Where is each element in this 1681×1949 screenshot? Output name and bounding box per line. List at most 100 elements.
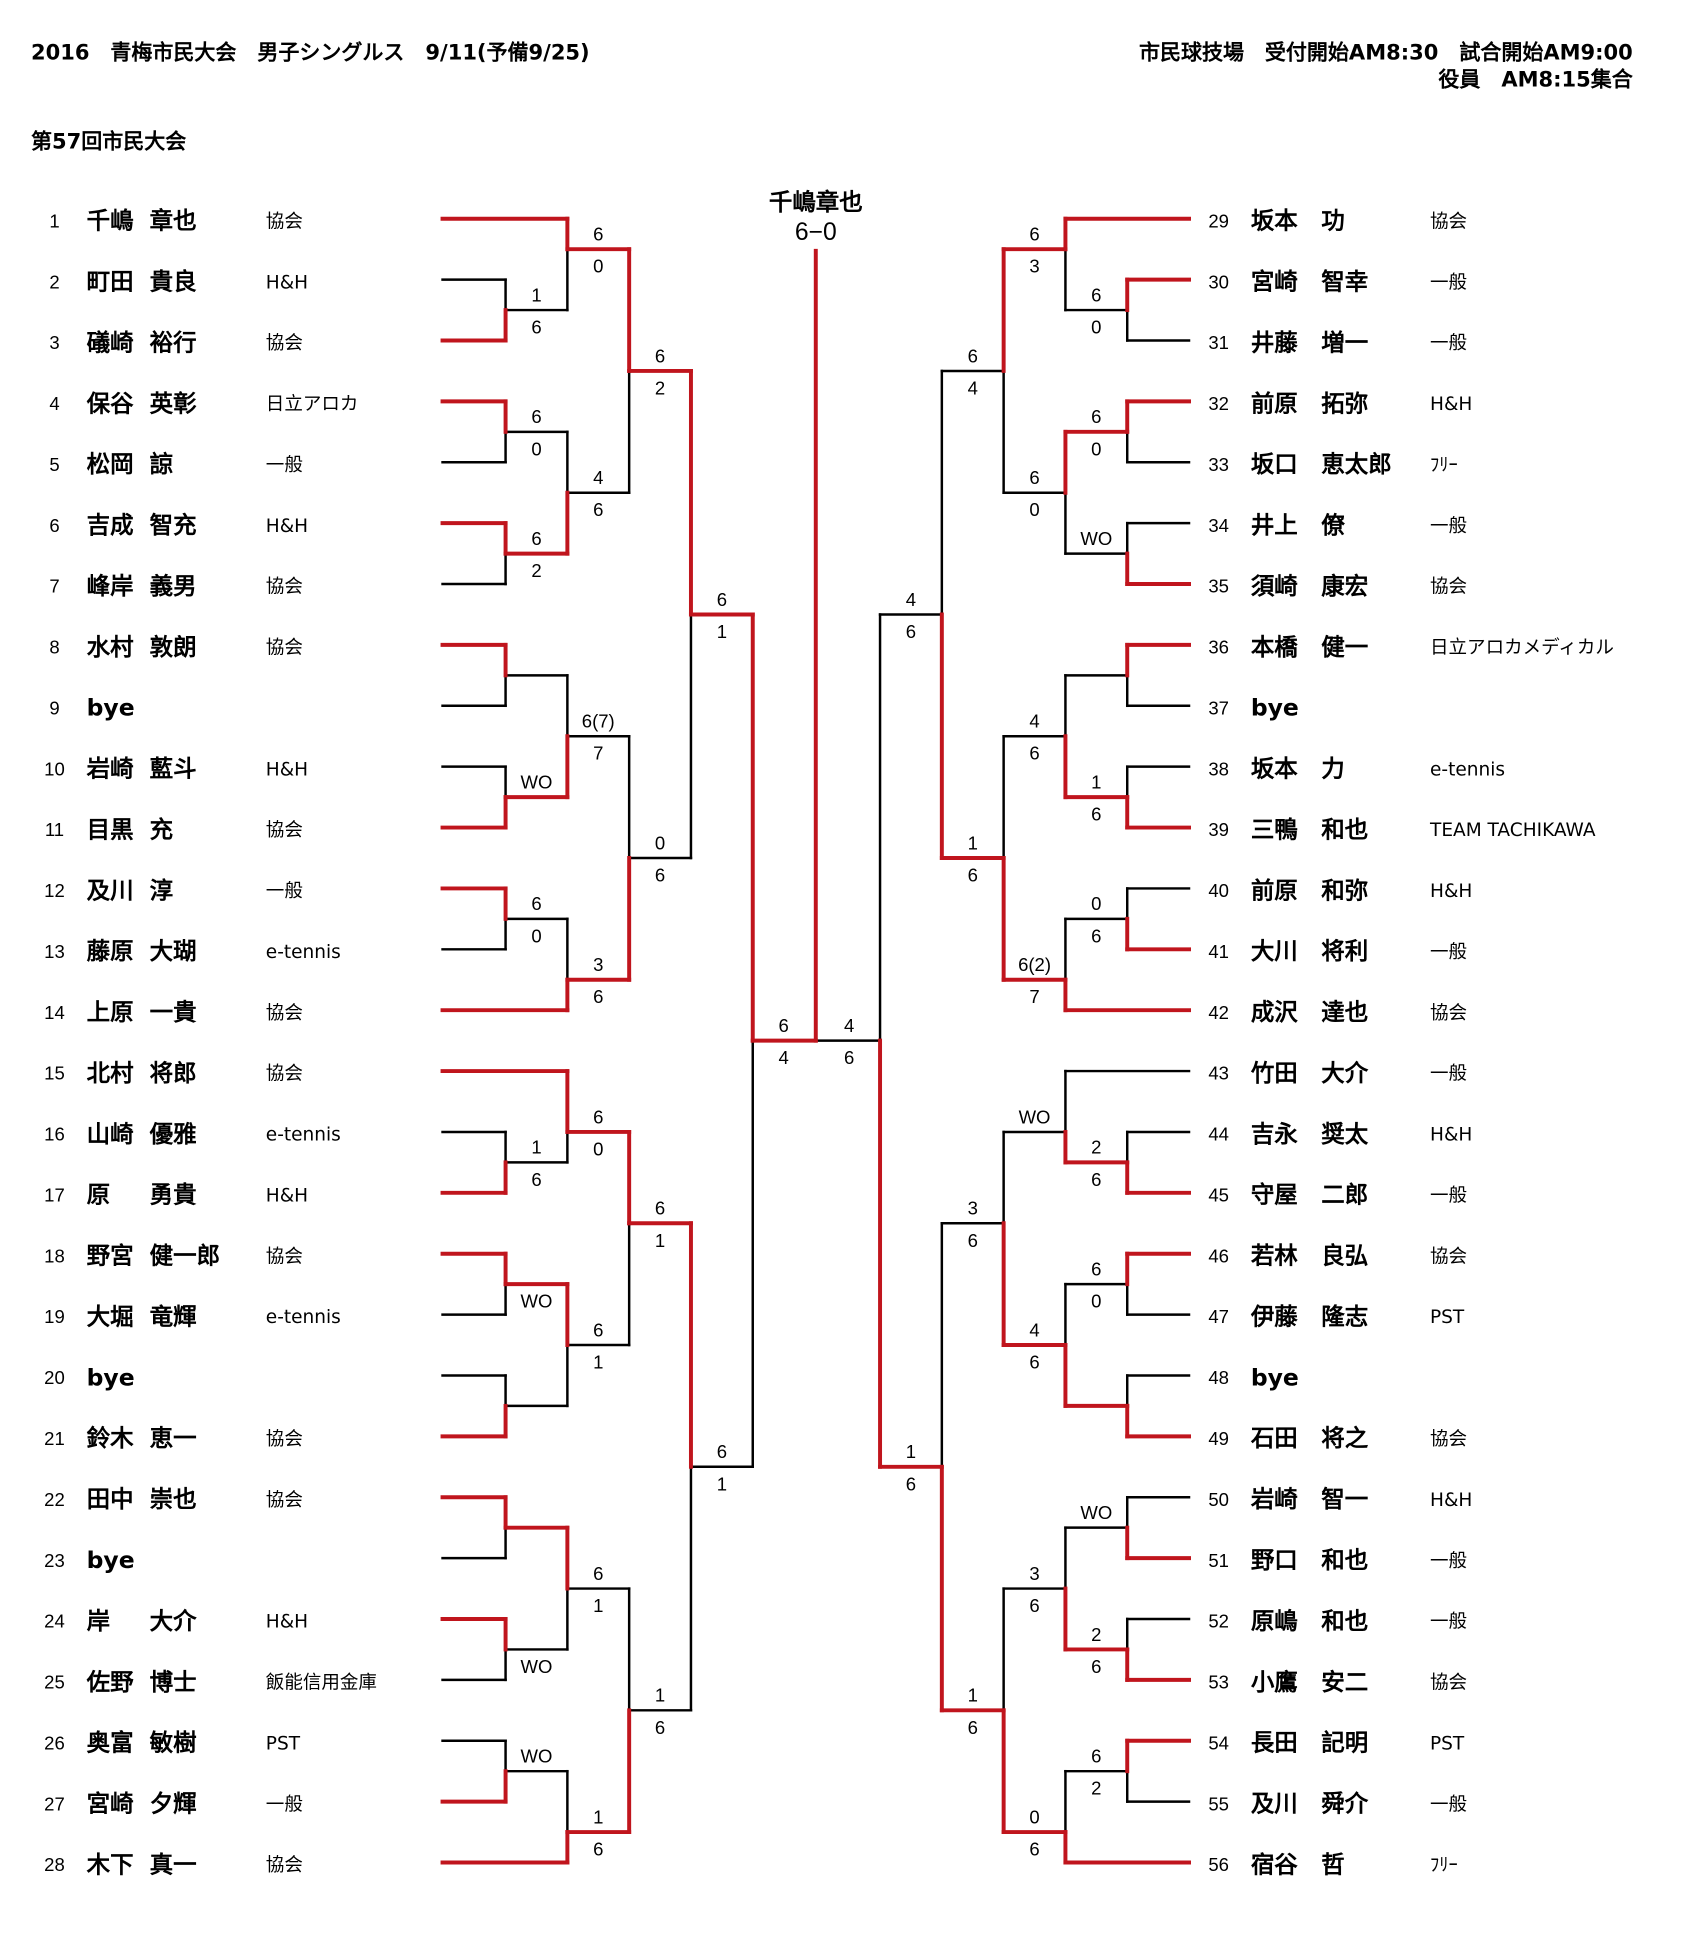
score-top: 6 (593, 1106, 603, 1127)
player-given-name: 裕行 (150, 328, 197, 356)
player-family-name: 石田 (1250, 1424, 1298, 1452)
player-family-name: 岩崎 (86, 755, 134, 783)
player-family-name: 峰岸 (87, 572, 134, 600)
seed-number: 4 (49, 393, 59, 414)
score-top: 6 (1091, 284, 1101, 305)
score-top: 6 (655, 1198, 665, 1219)
score-bottom: 6 (1029, 1839, 1039, 1860)
seed-number: 10 (44, 758, 65, 779)
score-top: WO (521, 771, 553, 792)
score-bottom: 6 (1091, 925, 1101, 946)
player-club: H&H (266, 516, 308, 537)
seed-number: 41 (1208, 941, 1229, 962)
score-bottom: WO (521, 1656, 553, 1677)
player-family-name: 須崎 (1251, 572, 1298, 600)
score-bottom: 6 (906, 1473, 916, 1494)
seed-number: 20 (44, 1367, 65, 1388)
player-given-name: 奨太 (1321, 1120, 1368, 1148)
player-club: PST (266, 1733, 301, 1754)
player-club: H&H (266, 1185, 308, 1206)
bracket-lines-lost (441, 247, 1191, 1834)
score-top: WO (521, 1746, 553, 1767)
score-bottom: 1 (717, 1473, 727, 1494)
score-bottom: 0 (1091, 317, 1101, 338)
bracket-lines-won (440, 216, 1191, 1865)
score-bottom: 0 (1091, 1291, 1101, 1312)
player-given-name: 増一 (1321, 328, 1368, 356)
player-club: 一般 (1430, 1185, 1467, 1206)
seed-number: 6 (49, 515, 59, 536)
champion-name: 千嶋章也 (769, 188, 863, 216)
player-given-name: 和弥 (1321, 876, 1368, 904)
player-family-name: 長田 (1251, 1729, 1298, 1757)
player-given-name: 藍斗 (150, 755, 197, 783)
score-bottom: 6 (1091, 804, 1101, 825)
score-bottom: 0 (593, 1138, 603, 1159)
player-family-name: 千嶋 (87, 207, 134, 235)
player-club: 協会 (1430, 1003, 1467, 1024)
seed-number: 22 (44, 1489, 65, 1510)
player-family-name: 守屋 (1251, 1181, 1298, 1209)
player-given-name: 貴良 (150, 268, 197, 296)
player-family-name: 木下 (86, 1850, 134, 1878)
player-given-name: 勇貴 (150, 1181, 197, 1209)
score-top: 4 (1029, 711, 1039, 732)
score-bottom: 6 (531, 317, 541, 338)
player-family-name: 本橋 (1251, 633, 1298, 661)
score-bottom: 6 (844, 1047, 854, 1068)
player-club: ﾌﾘｰ (1430, 1855, 1458, 1876)
player-club: 協会 (266, 577, 303, 598)
seed-number: 42 (1208, 1002, 1229, 1023)
player-family-name: 山崎 (87, 1120, 134, 1148)
player-family-name: 伊藤 (1250, 1302, 1298, 1330)
seed-number: 14 (44, 1002, 65, 1023)
seed-number: 12 (44, 880, 65, 901)
seed-number: 5 (49, 454, 59, 475)
player-given-name: 義男 (150, 572, 197, 600)
player-family-name: bye (87, 1546, 135, 1574)
player-family-name: 藤原 (87, 937, 134, 965)
player-given-name: 章也 (150, 207, 197, 235)
score-top: WO (1080, 528, 1112, 549)
seed-number: 28 (44, 1854, 65, 1875)
match-scores: 166060624662WO6(7)7603606611660WO6161WO6… (521, 224, 1113, 1860)
player-family-name: 上原 (87, 998, 134, 1026)
seed-number: 44 (1208, 1124, 1229, 1145)
score-bottom: WO (521, 1291, 553, 1312)
score-bottom: 6 (1029, 743, 1039, 764)
seed-number: 26 (44, 1732, 65, 1753)
score-top: 6 (717, 1441, 727, 1462)
seed-number: 23 (44, 1550, 65, 1571)
seed-number: 36 (1208, 637, 1229, 658)
player-given-name: 将之 (1321, 1424, 1368, 1452)
seed-number: 24 (44, 1611, 65, 1632)
seed-number: 56 (1208, 1854, 1229, 1875)
player-club: 日立アロカメディカル (1430, 638, 1614, 659)
staff-assembly-time: 役員 AM8:15集合 (1438, 67, 1633, 92)
player-given-name: 敏樹 (149, 1729, 197, 1757)
score-top: 6 (593, 1319, 603, 1340)
score-top: 6 (531, 893, 541, 914)
seed-number: 18 (44, 1245, 65, 1266)
player-family-name: 小鷹 (1251, 1668, 1298, 1696)
player-club: 一般 (1430, 272, 1467, 293)
player-given-name: 英彰 (150, 389, 197, 417)
score-top: 4 (1029, 1319, 1039, 1340)
score-top: 6 (593, 224, 603, 245)
